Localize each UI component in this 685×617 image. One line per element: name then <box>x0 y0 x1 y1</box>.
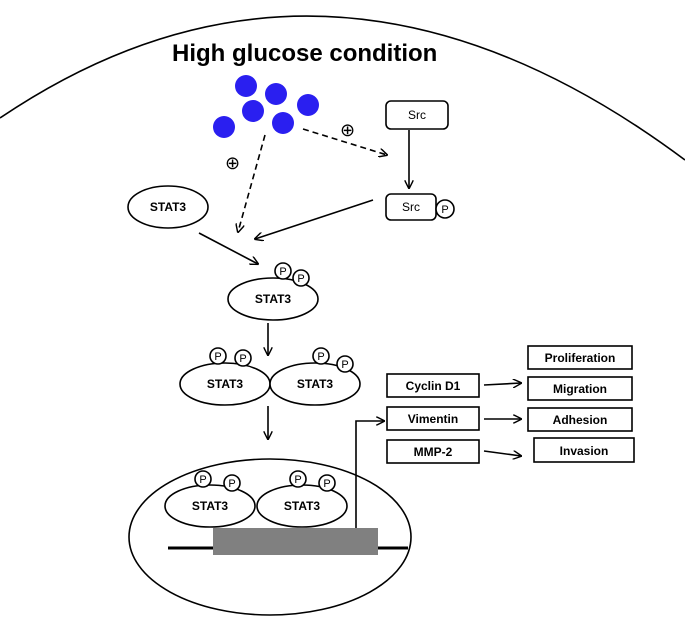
target-cyclin-d1-label: Cyclin D1 <box>406 379 461 393</box>
dashed-arrow-to-stat3 <box>238 134 266 232</box>
glucose-molecule <box>272 112 294 134</box>
phospho-circle <box>292 269 310 287</box>
arrow-stat3-to-pstat3 <box>198 232 258 264</box>
glucose-molecule <box>242 100 264 122</box>
stat3-node <box>127 185 209 229</box>
phospho-circle <box>194 470 212 488</box>
nuclear-stat3-right-label: STAT3 <box>284 499 321 513</box>
outcome-migration-label: Migration <box>553 382 607 396</box>
phospho-label: P <box>341 359 348 371</box>
cell-membrane <box>0 15 685 161</box>
phospho-circle <box>289 470 307 488</box>
phospho-circle <box>312 347 330 365</box>
target-vimentin-label: Vimentin <box>408 412 458 426</box>
glucose-molecule <box>297 94 319 116</box>
glucose-molecule <box>265 83 287 105</box>
phospho-stat3-node <box>227 277 319 321</box>
phospho-stat3-label: STAT3 <box>255 292 292 306</box>
phospho-circle <box>274 262 292 280</box>
src-box <box>385 100 449 130</box>
activation-symbol: ⊕ <box>225 153 240 174</box>
arrow-cyclin-to-outcome <box>483 383 521 385</box>
arrow-psrc-to-stat3 <box>255 199 374 239</box>
outcome-box-adhesion <box>527 407 633 432</box>
src-label: Src <box>408 108 426 122</box>
outcome-adhesion-label: Adhesion <box>553 413 608 427</box>
glucose-molecule <box>235 75 257 97</box>
phospho-label: P <box>297 273 304 285</box>
outcome-box-proliferation <box>527 345 633 370</box>
nucleus <box>128 458 412 616</box>
stat3-label: STAT3 <box>150 200 187 214</box>
outcome-proliferation-label: Proliferation <box>545 351 616 365</box>
target-box-vimentin <box>386 406 480 431</box>
phospho-circle <box>318 474 336 492</box>
arrow-mmp2-to-outcome <box>483 450 521 456</box>
phospho-circle <box>223 474 241 492</box>
glucose-molecules <box>213 75 319 138</box>
phospho-label: P <box>228 478 235 490</box>
dimer-stat3-right-label: STAT3 <box>297 377 334 391</box>
phospho-label: P <box>323 478 330 490</box>
title: High glucose condition <box>172 40 437 67</box>
outcome-box-invasion <box>533 437 635 463</box>
phospho-label: P <box>294 474 301 486</box>
dimer-stat3-right <box>269 362 361 406</box>
glucose-molecule <box>213 116 235 138</box>
promoter-region <box>213 528 378 555</box>
phospho-label: P <box>214 351 221 363</box>
target-mmp2-label: MMP-2 <box>414 445 453 459</box>
target-box-cyclin-d1 <box>386 373 480 398</box>
phospho-label: P <box>239 353 246 365</box>
transcription-arrow <box>355 421 384 528</box>
phospho-label: P <box>199 474 206 486</box>
phospho-circle <box>234 349 252 367</box>
dimer-stat3-left-label: STAT3 <box>207 377 244 391</box>
outcome-invasion-label: Invasion <box>560 444 609 458</box>
target-box-mmp2 <box>386 439 480 464</box>
activation-symbol: ⊕ <box>340 120 355 141</box>
phospho-circle <box>209 347 227 365</box>
phospho-src-label: Src <box>402 200 420 214</box>
outcome-box-migration <box>527 376 633 401</box>
nuclear-stat3-left <box>164 484 256 528</box>
phospho-label: P <box>279 266 286 278</box>
nuclear-stat3-left-label: STAT3 <box>192 499 229 513</box>
phospho-circle <box>435 199 455 219</box>
phospho-circle <box>336 355 354 373</box>
phospho-label: P <box>441 204 448 216</box>
phospho-label: P <box>317 351 324 363</box>
dashed-arrow-to-src <box>302 128 387 155</box>
